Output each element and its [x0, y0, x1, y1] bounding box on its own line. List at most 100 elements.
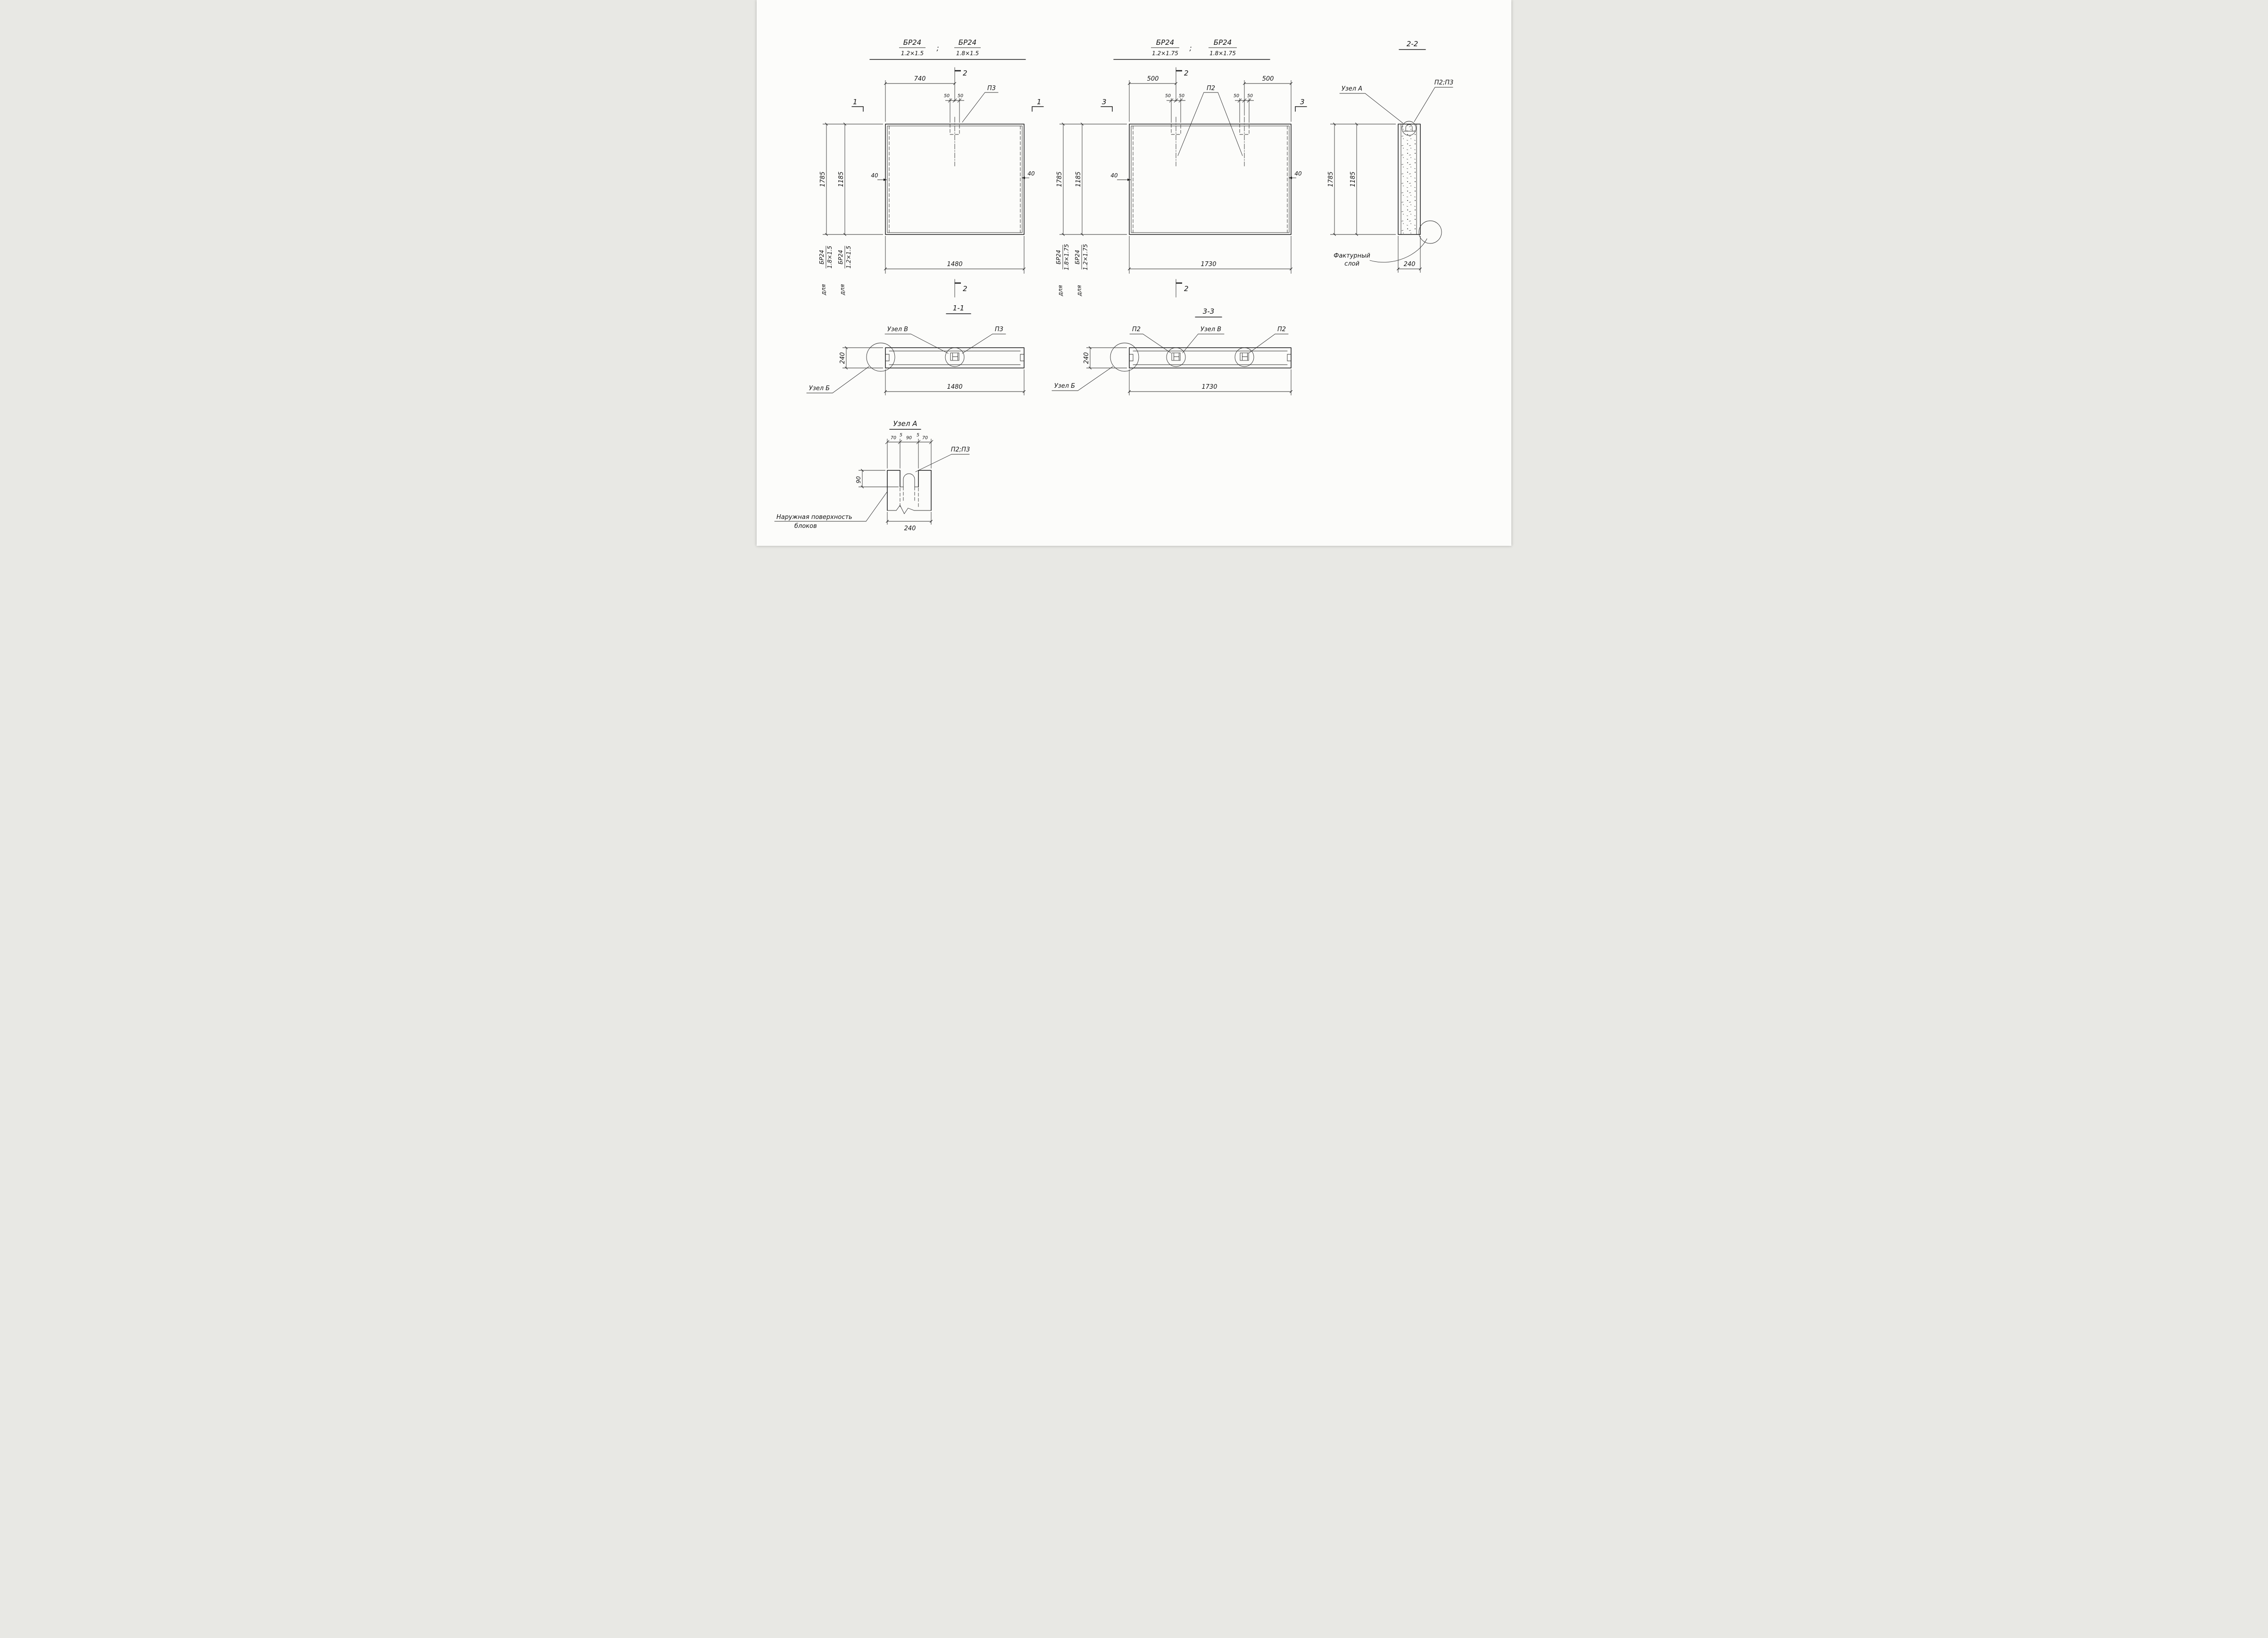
uzel-v-label: Узел В: [887, 326, 908, 333]
dim-240: 240: [1404, 261, 1416, 268]
dim-50-b: 50: [1179, 93, 1184, 99]
title-separator: ;: [936, 44, 939, 52]
panel-1480-label-p3: П3: [962, 85, 999, 123]
dim-50-right: 50: [958, 93, 963, 99]
anchor-notch-right: [1239, 124, 1250, 135]
title-numerator-2: БР24: [1214, 38, 1232, 47]
panel-1730-dim-50-50-right: 50 50: [1234, 93, 1254, 123]
dim-50-d: 50: [1247, 93, 1253, 99]
panel-1480-section-2-top: 2: [954, 67, 967, 102]
dim-1785: 1785: [1327, 171, 1334, 187]
panel-1730-dim-50-50-left: 50 50: [1165, 93, 1185, 123]
view-section-2-2: 2-2 Узел А П2;П3 1785 1185: [1327, 40, 1453, 273]
dim-50-left: 50: [944, 93, 950, 99]
svg-text:1.2×1.75: 1.2×1.75: [1082, 244, 1089, 270]
view-panel-1730: БР24 1.2×1.75 ; БР24 1.8×1.75 500: [1055, 38, 1307, 298]
dim-500-left: 500: [1147, 75, 1159, 83]
section-bar: [1398, 124, 1421, 235]
dim-1785: 1785: [819, 171, 826, 187]
section-3-3-node-b-label: Узел Б: [1051, 366, 1113, 391]
dim-1185: 1185: [838, 171, 845, 187]
node-a-p2p3-label: П2;П3: [915, 446, 970, 472]
panel-1480-title: БР24 1.2×1.5 ; БР24 1.8×1.5: [869, 38, 1026, 60]
section-3-3-p2-right-label: П2: [1249, 326, 1289, 353]
panel-1730-height-dims: 1785 1185: [1056, 122, 1127, 236]
node-b-balloon: [1110, 343, 1139, 372]
section-3-3-title: 3-3: [1203, 307, 1215, 316]
section-mark-2-bottom: 2: [963, 284, 967, 293]
panel-1480-dim-740: 740: [884, 75, 957, 122]
view-section-3-3: 3-3 П2 Узел В: [1051, 307, 1293, 395]
surface-note-line2: блоков: [794, 523, 817, 530]
panel-1480-dim-50-50: 50 50: [944, 93, 964, 123]
dim-40-left: 40: [871, 172, 878, 179]
concrete-texture: [1401, 125, 1416, 234]
section-1-1-node-b-label: Узел Б: [806, 366, 869, 393]
title-denominator-1: 1.2×1.5: [901, 50, 924, 57]
dim-5-right: 5: [917, 433, 919, 438]
anchor-section: [950, 352, 959, 361]
p2-p3-label: П2;П3: [951, 446, 970, 453]
dim-90-depth: 90: [855, 476, 862, 484]
dim-240: 240: [904, 525, 916, 532]
dim-1730: 1730: [1201, 261, 1216, 268]
node-v-balloon-right: [1234, 347, 1254, 367]
panel-outline: [1129, 124, 1292, 235]
panel-1730-title: БР24 1.2×1.75 ; БР24 1.8×1.75: [1113, 38, 1270, 60]
section-2-2-node-a-label: Узел А: [1339, 85, 1403, 124]
anchor-label-p2-right: П2: [1277, 326, 1286, 333]
node-a-dim-240: 240: [885, 512, 933, 532]
section-2-2-p2p3-label: П2;П3: [1414, 79, 1453, 122]
node-a-title: Узел А: [893, 419, 917, 428]
dim-1730: 1730: [1201, 384, 1217, 391]
section-2-2-body: [1398, 121, 1421, 235]
panel-outline: [885, 124, 1025, 235]
dim-40-right: 40: [1027, 170, 1035, 177]
section-1-1-title: 1-1: [953, 304, 965, 312]
dim-740: 740: [914, 75, 926, 83]
end-keyway-left: [1129, 354, 1134, 361]
view-panel-1480: БР24 1.2×1.5 ; БР24 1.8×1.5 740 2: [818, 38, 1044, 298]
node-b-balloon: [866, 343, 895, 372]
section-bar: [885, 347, 1025, 368]
panel-1730-dim-width: 1730: [1127, 236, 1293, 274]
anchor-section-right: [1240, 352, 1249, 361]
end-keyway-left: [885, 354, 890, 361]
uzel-b-label: Узел Б: [809, 385, 830, 392]
dim-40-left: 40: [1110, 172, 1118, 179]
title-numerator-1: БР24: [1156, 38, 1174, 47]
panel-1730-outline: [1129, 117, 1292, 235]
surface-note-line1: Наружная поверхность: [776, 514, 852, 521]
section-3-3-p2-left-label: П2: [1129, 326, 1171, 353]
anchor-label-p3: П3: [995, 326, 1003, 333]
end-keyway-right: [1287, 354, 1292, 361]
panel-1480-dim-width: 1480: [884, 236, 1026, 274]
uzel-a-label: Узел А: [1342, 85, 1362, 92]
end-keyway-right: [1020, 354, 1025, 361]
panel-1480-variant-labels: БР24 1.8×1.5 для БР24 1.2×1.5 для: [818, 246, 852, 296]
title-denominator-1: 1.2×1.75: [1152, 50, 1178, 57]
title-denominator-2: 1.8×1.75: [1209, 50, 1236, 57]
variant-inner-for: для: [1076, 285, 1083, 296]
panel-1730-wall-dims: 40 40: [1110, 170, 1302, 181]
svg-text:1.8×1.5: 1.8×1.5: [826, 246, 833, 268]
variant-inner: БР24 1.2×1.5: [837, 246, 852, 268]
dim-1185: 1185: [1075, 171, 1082, 187]
section-2-2-facture-note: Фактурный слой: [1334, 220, 1442, 267]
drawing-sheet: БР24 1.2×1.5 ; БР24 1.8×1.5 740 2: [757, 0, 1511, 546]
panel-1730-section-3-marks: 3 3: [1101, 98, 1307, 112]
dim-5-left: 5: [900, 433, 902, 438]
anchor-label-p2-left: П2: [1132, 326, 1141, 333]
panel-1480-height-dims: 1785 1185: [819, 122, 883, 236]
title-denominator-2: 1.8×1.5: [956, 50, 979, 57]
view-section-1-1: 1-1 Узел В П3: [806, 304, 1026, 395]
node-a-block: [887, 470, 932, 514]
dim-500-right: 500: [1262, 75, 1274, 83]
section-2-2-height-dims: 1785 1185: [1327, 122, 1396, 236]
p2-p3-label: П2;П3: [1434, 79, 1453, 86]
section-2-2-dim-240: 240: [1396, 236, 1422, 273]
node-a-top-dims: 70 5 90 5 70: [885, 433, 934, 468]
view-node-a-detail: Узел А 70 5 90 5 70 П2;П3: [774, 419, 970, 532]
section-mark-3-right: 3: [1300, 98, 1305, 106]
section-3-3-body: [1110, 343, 1292, 372]
